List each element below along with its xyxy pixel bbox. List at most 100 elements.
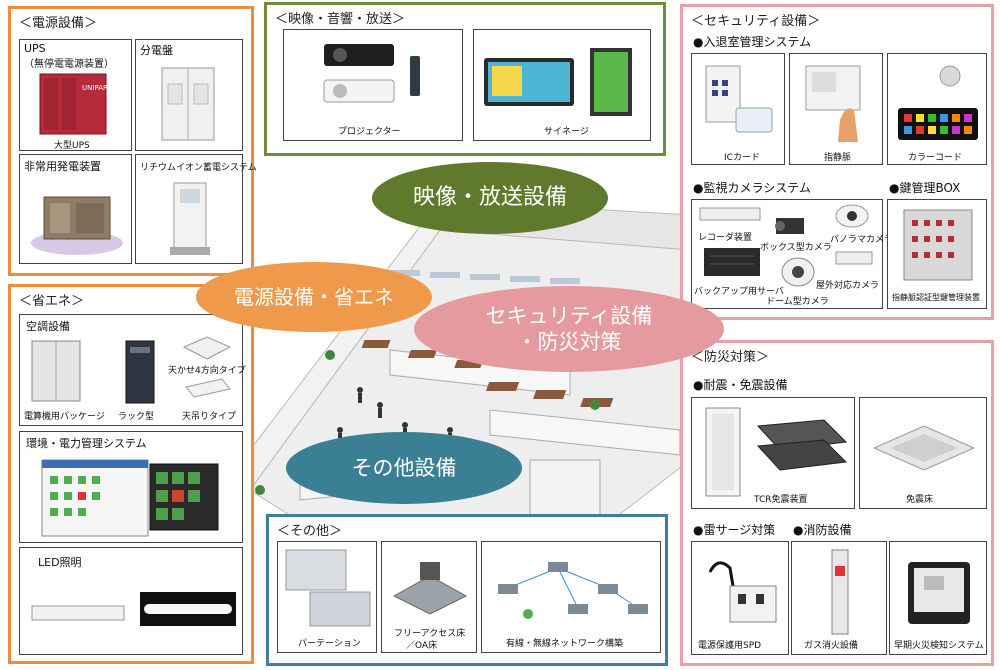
power-equipment-panel: ＜電源設備＞ UPS （無停電電源装置） UNIPARA 大型UPS 分電盤 非… — [8, 6, 257, 276]
color-code-box: カラーコード — [887, 53, 987, 165]
isolation-floor-image — [872, 425, 976, 471]
access-item-2: カラーコード — [908, 153, 963, 163]
distribution-board-label: 分電盤 — [140, 44, 173, 57]
ac-item-3: 天吊りタイプ — [182, 412, 237, 422]
lithium-battery-image — [170, 182, 210, 255]
camera-item-5: ドーム型カメラ — [766, 297, 829, 307]
power-monitor-screen-image — [41, 459, 149, 537]
access-control-title: ●入退室管理システム — [693, 35, 812, 49]
generator-box: 非常用発電装置 — [19, 154, 132, 264]
ups-image: UNIPARA — [39, 73, 110, 135]
ups-label: UPS — [24, 42, 46, 55]
other-panel-title: ＜その他＞ — [277, 524, 343, 539]
access-item-1: 指静脈 — [824, 153, 852, 163]
partition-box: パーテーション — [277, 541, 377, 653]
dome-camera-image — [781, 257, 815, 287]
security-bubble-label-1: セキュリティ設備 — [485, 303, 653, 328]
rack-ac-image — [125, 340, 155, 404]
recorder-image — [699, 207, 761, 221]
fire-detection-box: 早期火災検知システム — [889, 541, 987, 655]
camera-item-3: バックアップ用サーバ — [694, 287, 784, 297]
ceiling-cassette-image — [182, 336, 232, 360]
partition-image — [285, 549, 371, 627]
fire-detection-image — [908, 562, 970, 624]
finger-vein-reader-image — [805, 65, 861, 142]
camera-item-4: 屋外対応カメラ — [816, 281, 880, 291]
disaster-prevention-panel: ＜防災対策＞ ●耐震・免震設備 TCR免震装置 免震床 ●雷サージ対策 ●消防設… — [680, 340, 994, 666]
tcr-isolator-image — [756, 419, 848, 471]
spd-image — [708, 561, 777, 623]
security-disaster-bubble: セキュリティ設備 ・防災対策 — [414, 286, 724, 372]
free-access-floor-image — [392, 562, 468, 615]
other-item-1: フリーアクセス床 — [394, 629, 466, 639]
ic-card-reader-image — [705, 65, 773, 133]
camera-item-1: ボックス型カメラ — [760, 243, 832, 253]
ic-card-box: ICカード — [691, 53, 785, 165]
ceiling-suspended-image — [185, 378, 231, 398]
spd-box: 電源保護用SPD — [691, 541, 789, 655]
other-item-0: パーテーション — [298, 639, 361, 649]
free-access-floor-box: フリーアクセス床 ／OA床 — [381, 541, 477, 653]
other-item-2: ／OA床 — [406, 641, 438, 651]
led-lighting-box: LED照明 — [19, 547, 243, 655]
signage-image — [484, 48, 632, 116]
access-item-0: ICカード — [724, 153, 760, 163]
finger-vein-box: 指静脈 — [789, 53, 883, 165]
generator-label: 非常用発電装置 — [24, 160, 101, 173]
network-box: 有線・無線ネットワーク構築 — [481, 541, 661, 653]
camera-system-title: ●監視カメラシステム — [693, 181, 811, 195]
signage-label: サイネージ — [544, 127, 589, 137]
led-title: LED照明 — [38, 556, 82, 569]
key-cabinet-image — [903, 209, 973, 281]
projector-image — [323, 44, 420, 103]
lithium-battery-label: リチウムイオン蓄電システム — [140, 163, 257, 173]
ac-item-0: 電算機用パッケージ — [24, 412, 105, 422]
ups-device-text: UNIPARA — [82, 84, 110, 92]
av-broadcast-bubble: 映像・放送設備 — [372, 162, 608, 234]
gas-extinguisher-box: ガス消火設備 — [791, 541, 887, 655]
security-panel-title: ＜セキュリティ設備＞ — [691, 14, 821, 29]
key-box-caption: 指静脈認証型鍵管理装置 — [892, 293, 980, 302]
key-box-box: 指静脈認証型鍵管理装置 — [887, 199, 987, 309]
quake-title: ●耐震・免震設備 — [693, 378, 788, 392]
quake-item-1: 免震床 — [906, 495, 934, 505]
ups-box: UPS （無停電電源装置） UNIPARA 大型UPS — [19, 39, 132, 151]
energy-saving-panel: ＜省エネ＞ 空調設備 電算機用パッケージ ラック型 天かせ4方向タイプ 天吊りタ… — [8, 284, 254, 664]
security-bubble-label-2: ・防災対策 — [516, 330, 622, 354]
security-equipment-panel: ＜セキュリティ設備＞ ●入退室管理システム ICカード 指静脈 — [680, 4, 994, 320]
quake-item-0: TCR免震装置 — [754, 495, 808, 505]
isolation-floor-box: 免震床 — [859, 397, 987, 509]
other-item-3: 有線・無線ネットワーク構築 — [506, 639, 624, 649]
distribution-board-image — [161, 67, 215, 141]
projector-box: プロジェクター — [283, 29, 463, 141]
bottom-item-1: ガス消火設備 — [804, 641, 859, 651]
bottom-item-0: 電源保護用SPD — [698, 641, 762, 651]
ac-title: 空調設備 — [26, 320, 70, 333]
air-conditioning-box: 空調設備 電算機用パッケージ ラック型 天かせ4方向タイプ 天吊りタイプ — [19, 314, 246, 426]
other-bubble-label: その他設備 — [351, 455, 457, 480]
backup-server-image — [704, 248, 760, 276]
server-rack-image — [705, 407, 741, 497]
bottom-item-2: 早期火災検知システム — [894, 641, 984, 651]
key-box-title: ●鍵管理BOX — [889, 181, 961, 195]
generator-image — [31, 196, 123, 255]
panorama-camera-image — [835, 204, 869, 228]
ac-item-2: 天かせ4方向タイプ — [168, 366, 246, 376]
network-diagram-image — [498, 562, 648, 619]
control-panel-image — [149, 463, 219, 531]
other-panel: ＜その他＞ パーテーション フリーアクセス床 ／OA床 有線・ — [266, 514, 668, 666]
eco-panel-title: ＜省エネ＞ — [19, 294, 85, 309]
av-panel-title: ＜映像・音響・放送＞ — [275, 12, 406, 27]
gas-extinguisher-image — [831, 549, 849, 635]
box-camera-image — [775, 218, 804, 234]
surge-title: ●雷サージ対策 — [693, 523, 776, 537]
camera-item-0: レコーダ装置 — [698, 233, 753, 243]
signage-box: サイネージ — [473, 29, 651, 141]
camera-system-box: レコーダ装置 ボックス型カメラ パノラマカメラ バックアップ用サーバ 屋外対応カ… — [691, 199, 893, 309]
disaster-panel-title: ＜防災対策＞ — [691, 350, 770, 365]
power-panel-title: ＜電源設備＞ — [19, 16, 98, 31]
av-bubble-label: 映像・放送設備 — [412, 185, 567, 211]
env-title: 環境・電力管理システム — [26, 437, 147, 450]
led-tube-image — [140, 592, 236, 626]
camera-item-2: パノラマカメラ — [830, 235, 894, 245]
